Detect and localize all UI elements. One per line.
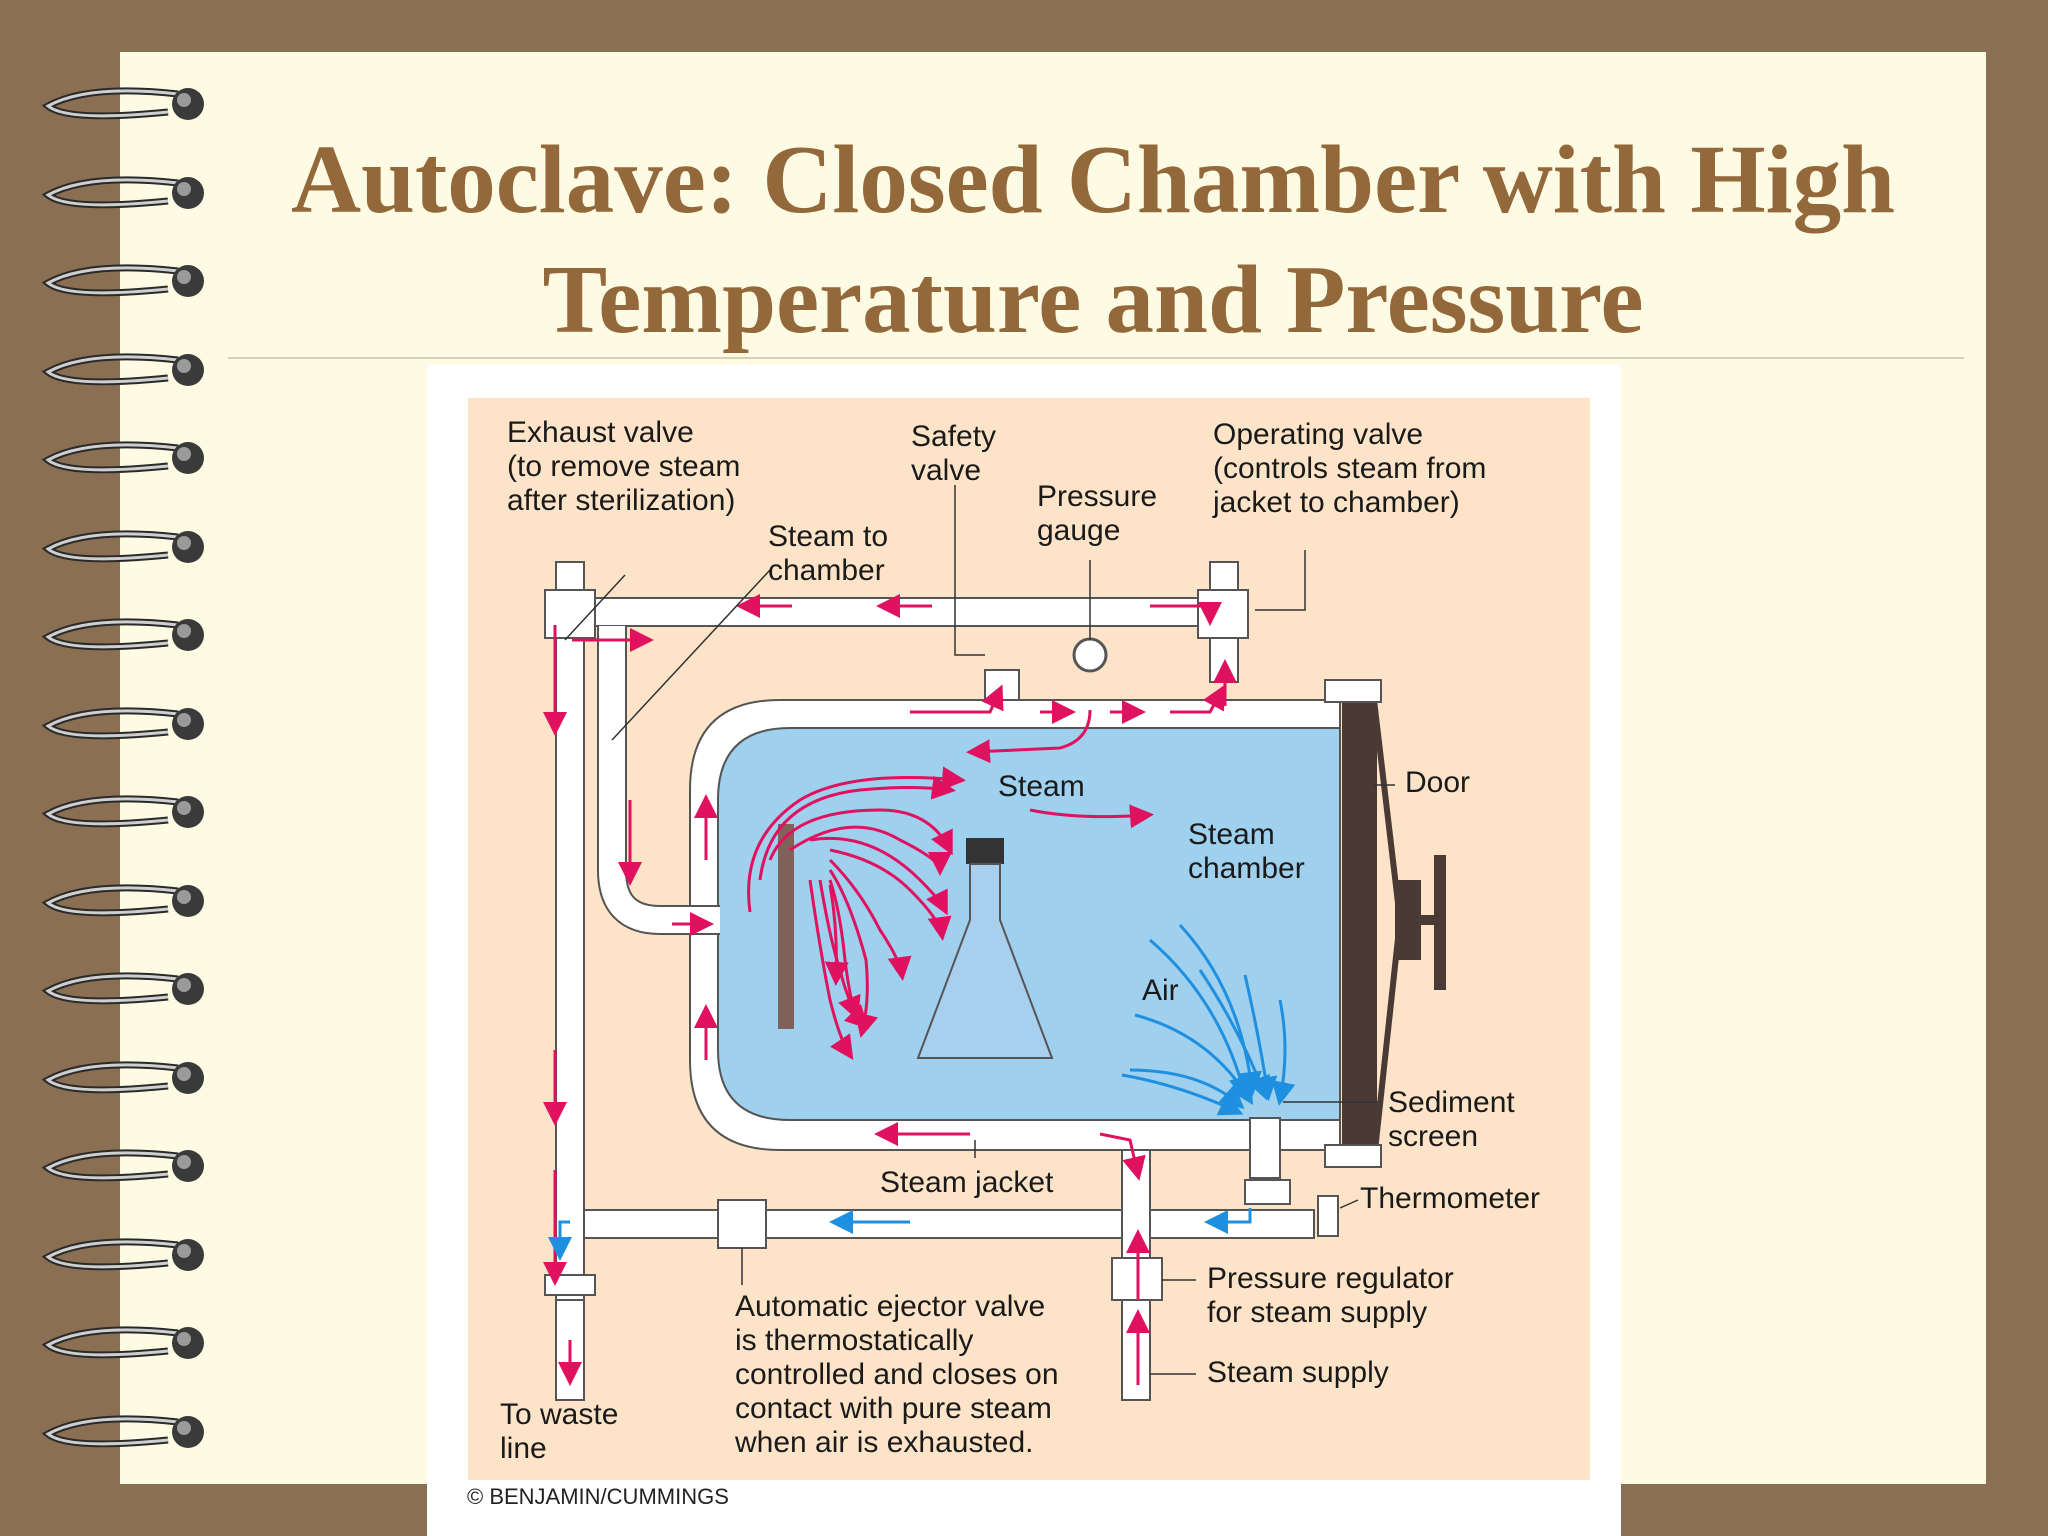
safety-valve <box>984 669 1020 701</box>
binding-ring <box>41 529 204 563</box>
operating-valve-label: Operating valve (controls steam from jac… <box>1213 418 1487 519</box>
title-line-1: Autoclave: Closed Chamber with High <box>290 126 1896 233</box>
binding-ring <box>41 1060 204 1094</box>
flask-stopper <box>966 838 1004 864</box>
exhaust-pipe <box>555 561 585 1303</box>
binding-ring <box>41 352 204 386</box>
title-line-2: Temperature and Pressure <box>542 246 1644 353</box>
ejector-valve-label: Automatic ejector valve is thermostatica… <box>735 1290 1059 1459</box>
sediment-screen-label: Sediment screen <box>1388 1086 1515 1153</box>
binding-ring <box>41 87 204 120</box>
sediment-screen <box>1249 1117 1281 1179</box>
title-divider <box>228 357 1964 359</box>
binding-ring <box>41 883 204 917</box>
thermometer <box>1244 1179 1291 1205</box>
leader-lines <box>564 485 1395 1375</box>
exhaust-valve-label: Exhaust valve (to remove steam after ste… <box>507 416 741 517</box>
steam-jacket-label: Steam jacket <box>880 1166 1054 1199</box>
binding-ring <box>41 1237 204 1271</box>
binding-ring <box>41 706 204 740</box>
door-frame <box>1371 699 1404 1161</box>
pressure-gauge-label: Pressure gauge <box>1037 480 1158 547</box>
door-label: Door <box>1405 766 1471 799</box>
exhaust-valve <box>544 589 596 639</box>
steam-to-chamber-label: Steam to chamber <box>768 520 889 587</box>
steam-flow-arrows <box>543 594 1237 1386</box>
pressure-regulator-label: Pressure regulator for steam supply <box>1207 1262 1454 1329</box>
door-wheel <box>1434 855 1446 990</box>
pressure-gauge <box>1072 637 1108 673</box>
binding-ring <box>41 441 204 474</box>
slide-title: Autoclave: Closed Chamber with High Temp… <box>228 120 1958 360</box>
image-credit: © BENJAMIN/CUMMINGS <box>467 1484 729 1509</box>
binding-ring <box>41 1326 204 1359</box>
waste-line-label: To waste line <box>500 1398 619 1465</box>
binding-ring <box>41 175 204 209</box>
safety-valve-label: Safety valve <box>911 420 997 487</box>
flask <box>916 863 1054 1059</box>
air-flow-arrows <box>548 923 1296 1261</box>
bottom-pipe <box>583 1209 1315 1239</box>
steam-label: Steam <box>998 770 1085 803</box>
steam-chamber-label: Steam chamber <box>1188 818 1305 885</box>
steam-supply-label: Steam supply <box>1207 1356 1389 1389</box>
ejector-valve <box>717 1199 767 1249</box>
binding-ring <box>41 1414 204 1448</box>
binding-ring <box>41 264 204 297</box>
thermometer-label: Thermometer <box>1360 1182 1541 1215</box>
binding-ring <box>41 972 204 1005</box>
door <box>1342 700 1374 1162</box>
operating-valve <box>1197 589 1249 639</box>
rack <box>778 824 794 1029</box>
binding-ring <box>41 795 204 828</box>
air-label: Air <box>1142 974 1179 1007</box>
waste-line-valve <box>544 1274 596 1296</box>
binding-ring <box>41 618 204 651</box>
top-pipe <box>571 597 1223 627</box>
binding-ring <box>41 1149 204 1182</box>
